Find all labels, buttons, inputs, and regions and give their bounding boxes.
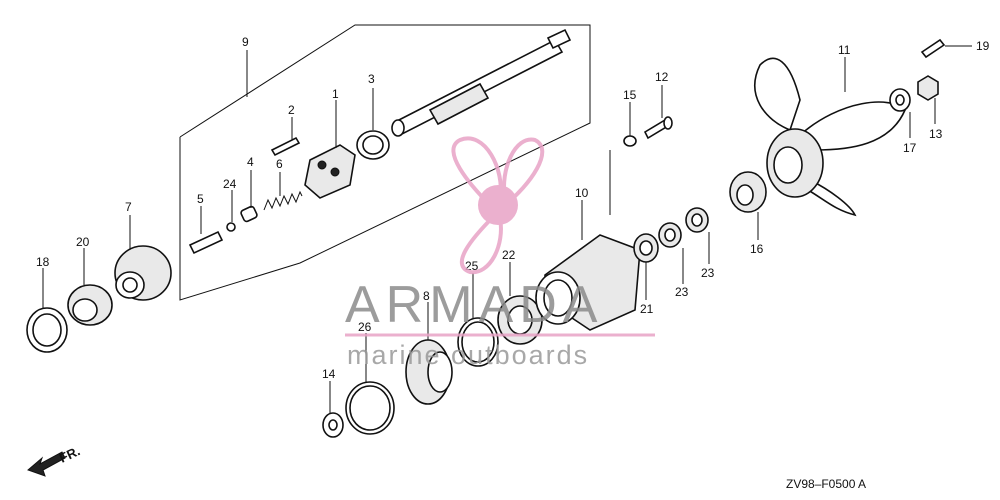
propeller-shaft — [391, 28, 572, 137]
part-22-bearing — [497, 295, 543, 345]
callout-19: 19 — [976, 39, 990, 53]
leader-lines — [42, 45, 972, 413]
arrow-icon — [27, 451, 66, 477]
part-4-cylinder — [240, 205, 258, 223]
part-5-pin — [188, 230, 224, 255]
part-13-nut — [917, 75, 939, 101]
callout-1: 1 — [332, 87, 339, 101]
callout-13: 13 — [929, 127, 943, 141]
part-25-ball — [226, 222, 236, 232]
callout-22: 22 — [502, 248, 516, 262]
shaft-assembly-box — [179, 24, 591, 301]
callout-2: 2 — [288, 103, 295, 117]
callout-11: 11 — [838, 43, 851, 57]
part-19-cotter-pin — [920, 38, 946, 59]
callout-21: 21 — [640, 302, 654, 316]
part-23-seal-a — [658, 222, 682, 248]
callout-12: 12 — [655, 70, 669, 84]
part-2-pin — [270, 136, 301, 157]
part-24-ring — [457, 317, 499, 367]
callout-18: 18 — [36, 255, 50, 269]
part-16-bushing — [729, 171, 767, 213]
watermark-brand: ARMADA — [345, 276, 603, 334]
propeller-logo-icon — [451, 136, 545, 275]
part-14-washer — [322, 412, 344, 438]
diagram-code: ZV98–F0500 A — [786, 477, 866, 491]
part-10-gearcase — [535, 234, 641, 331]
part-18-ring — [26, 307, 68, 353]
callout-15: 15 — [623, 88, 637, 102]
callout-7: 7 — [125, 200, 132, 214]
part-12-bolt — [643, 116, 673, 140]
callout-23b: 23 — [701, 266, 715, 280]
callout-3: 3 — [368, 72, 375, 86]
callout-17: 17 — [903, 141, 917, 155]
part-21-bearing — [633, 233, 659, 263]
part-3-ring — [356, 130, 390, 160]
watermark-tagline: marine outboards — [347, 340, 589, 370]
part-23-seal-b — [685, 207, 709, 233]
part-1-clutch — [304, 144, 356, 199]
part-26-ring — [345, 381, 395, 435]
callout-16: 16 — [750, 242, 764, 256]
part-20-bearing — [67, 284, 113, 326]
callout-23a: 23 — [675, 285, 689, 299]
front-direction-indicator: FR. — [27, 443, 82, 477]
watermark: ARMADA marine outboards — [345, 136, 655, 370]
callout-8: 8 — [423, 289, 430, 303]
callout-4: 4 — [247, 155, 254, 169]
callout-14: 14 — [322, 367, 336, 381]
callout-25: 24 — [223, 177, 237, 191]
part-11-propeller — [754, 57, 906, 217]
callout-20: 20 — [76, 235, 90, 249]
direction-label: FR. — [57, 443, 82, 465]
callout-numbers: 9 1 2 3 4 6 24 5 7 20 18 8 26 14 25 22 1… — [36, 35, 990, 381]
callout-9: 9 — [242, 35, 249, 49]
callout-26: 26 — [358, 320, 372, 334]
part-17-washer — [889, 88, 911, 112]
callout-6: 6 — [276, 157, 283, 171]
part-7-gear — [114, 245, 172, 301]
callout-5: 5 — [197, 192, 204, 206]
part-15-washer — [623, 135, 637, 147]
part-6-spring — [263, 190, 303, 211]
callout-10: 10 — [575, 186, 589, 200]
